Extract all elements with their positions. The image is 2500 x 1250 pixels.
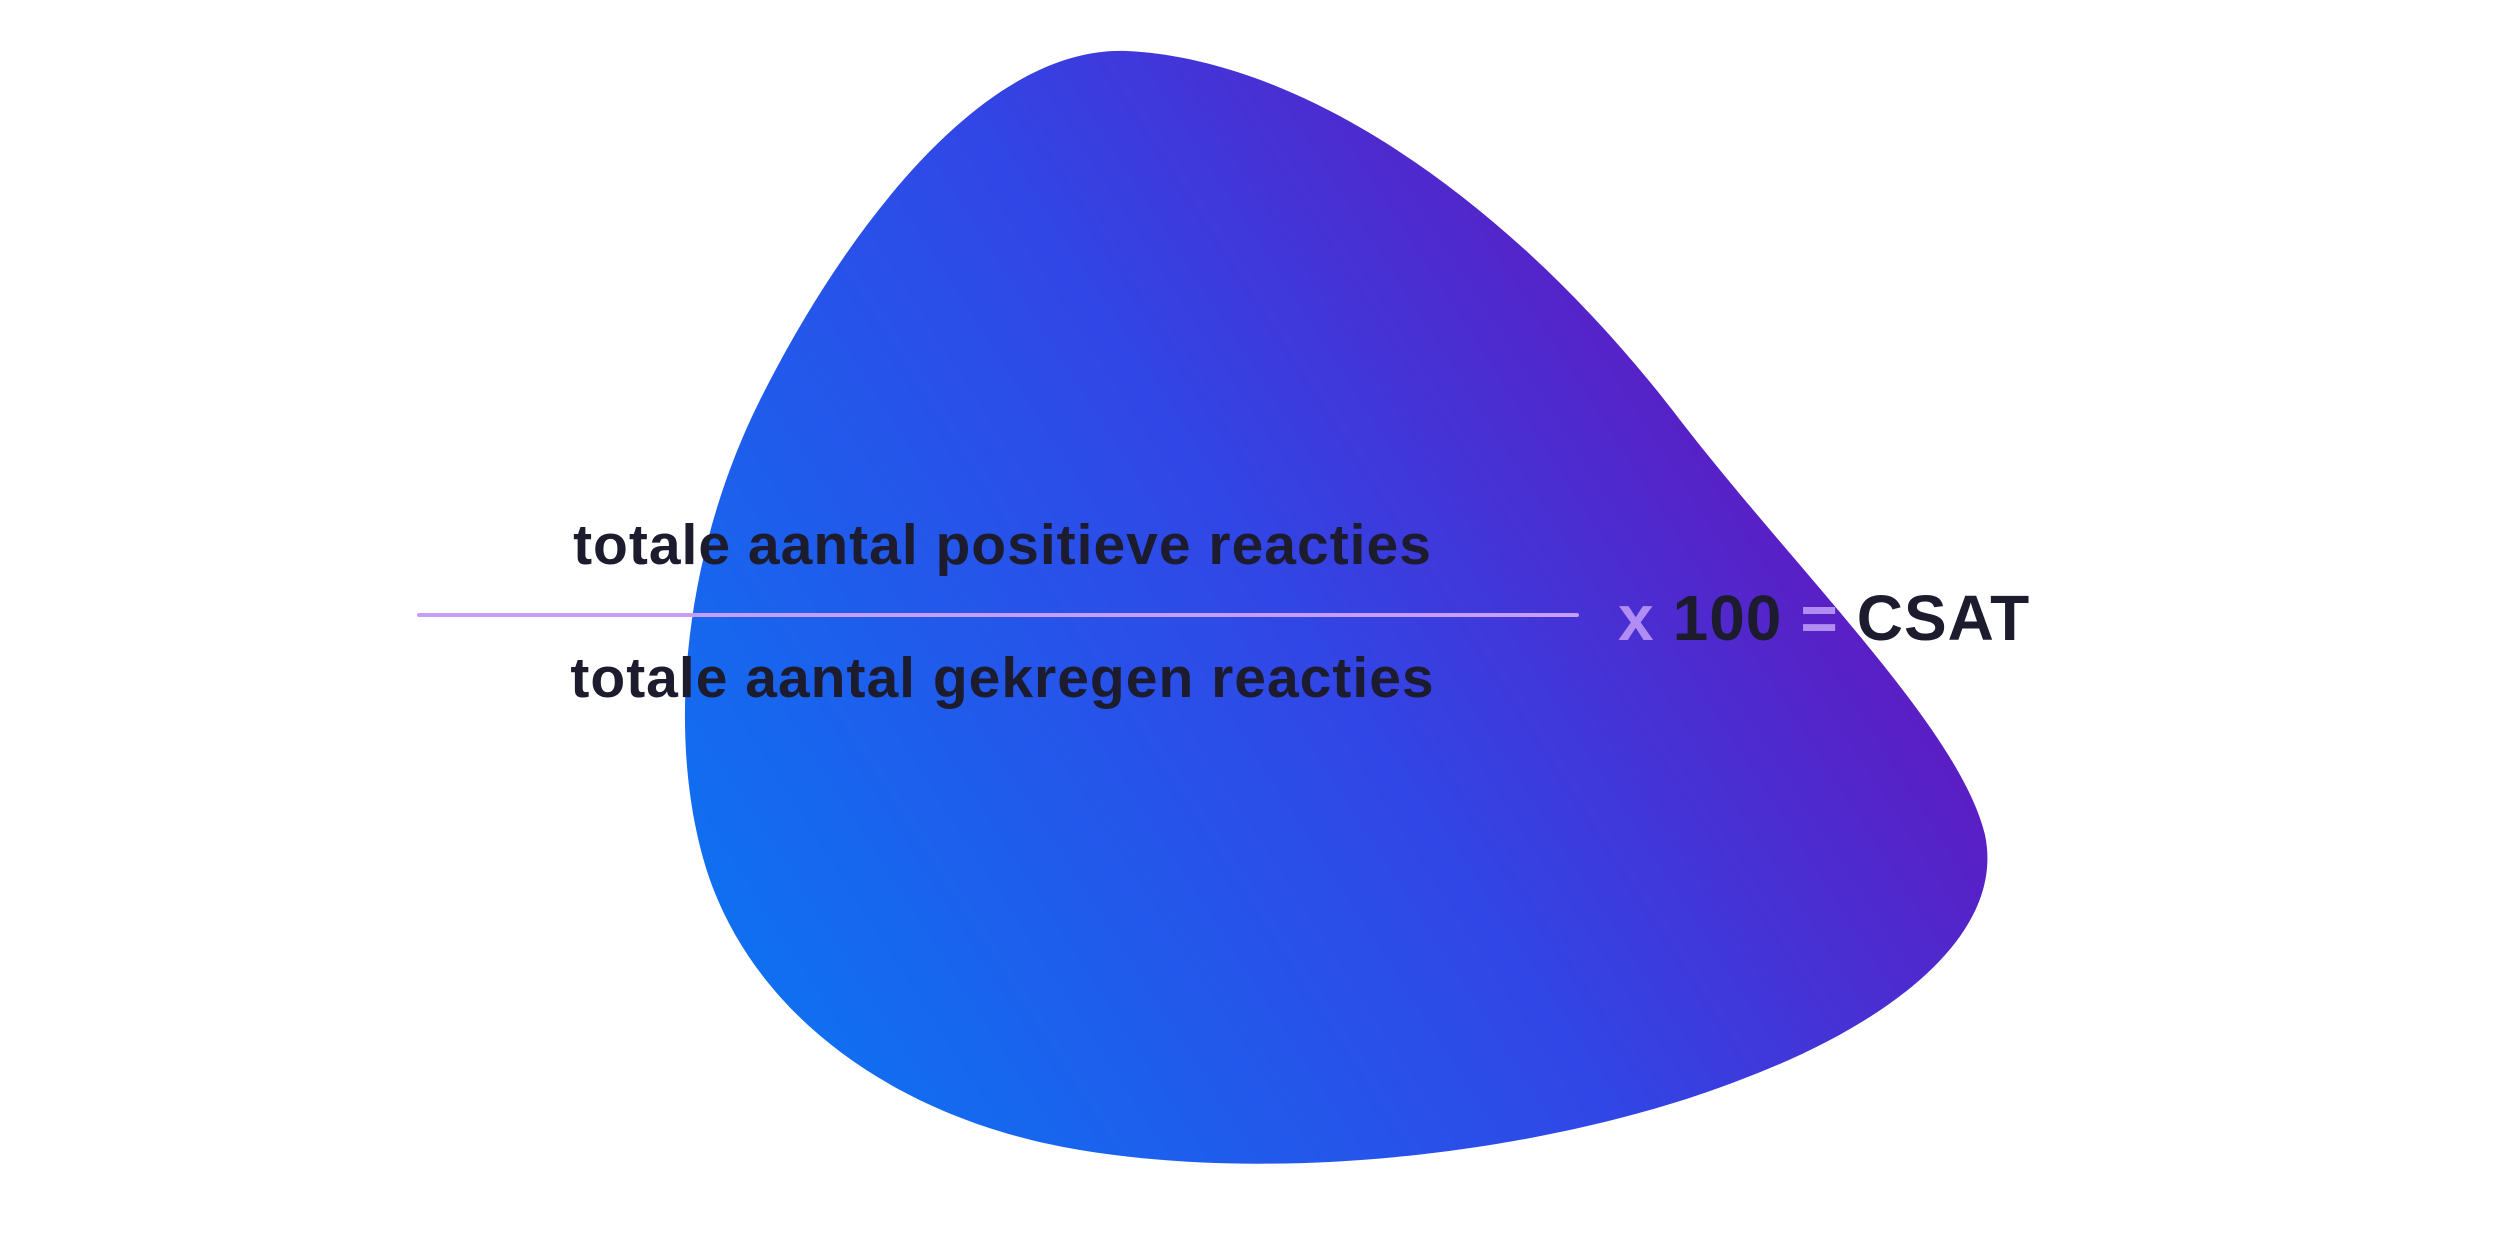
result-label: CSAT [1856, 582, 2031, 654]
fraction-line [417, 613, 1579, 617]
fraction-denominator: totale aantal gekregen reacties [570, 646, 1435, 710]
blob-shape [684, 50, 1988, 1164]
multiplier-value: 100 [1672, 582, 1783, 654]
fraction-numerator: totale aantal positieve reacties [573, 513, 1432, 577]
equals-sign: = [1800, 582, 1839, 654]
multiply-operator: x [1618, 582, 1655, 654]
